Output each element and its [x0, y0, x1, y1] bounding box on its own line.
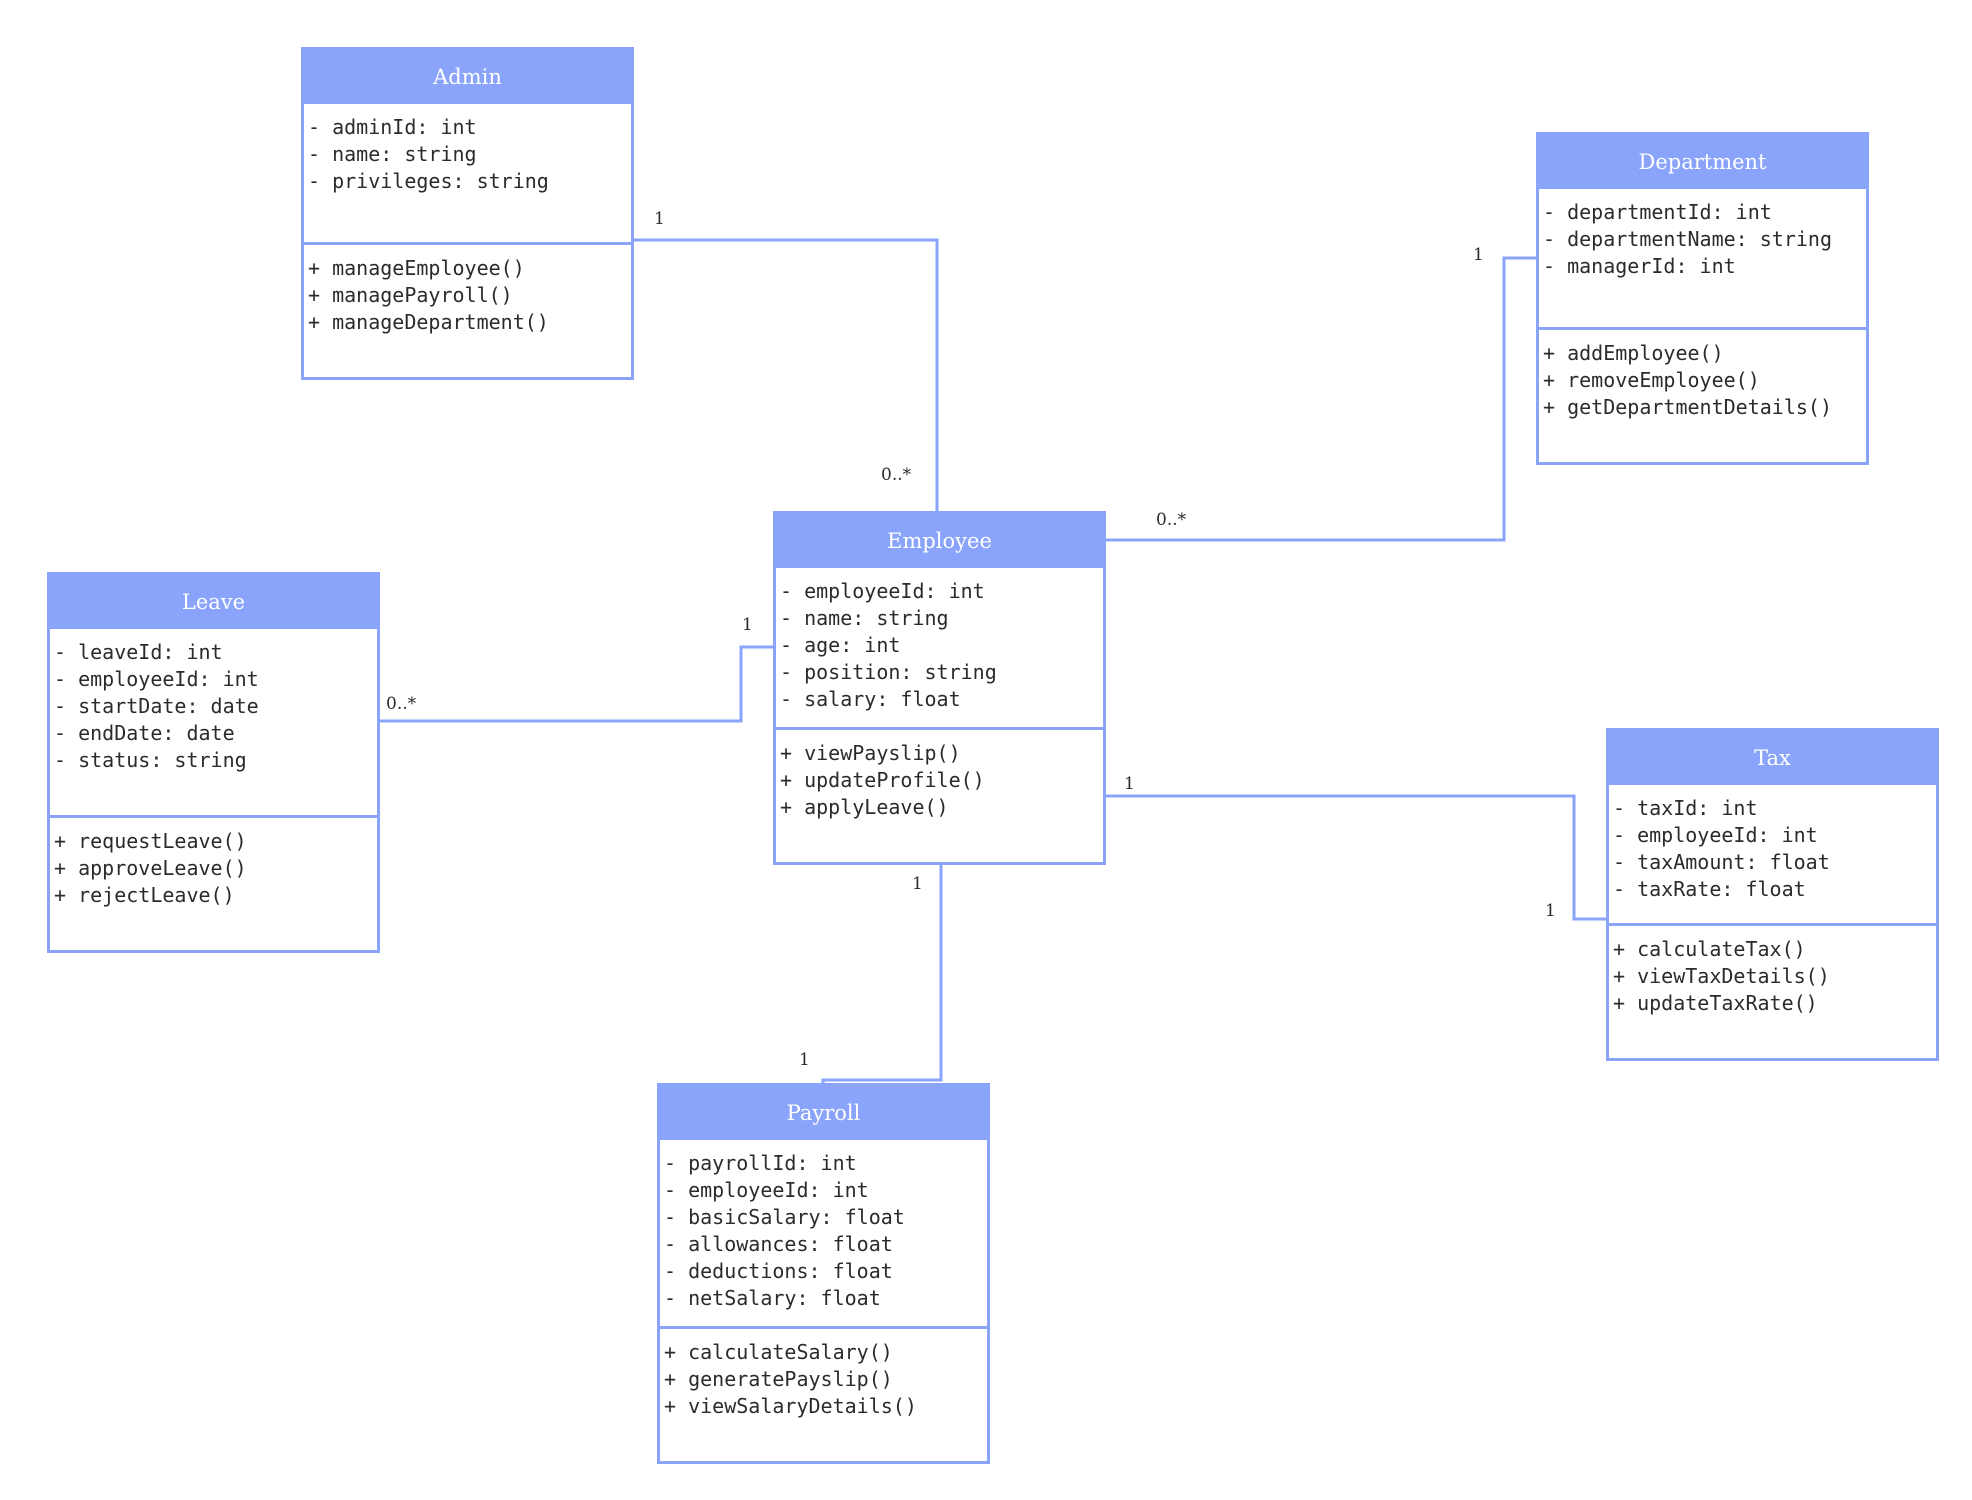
class-employee[interactable]: Employee- employeeId: int- name: string-… [773, 511, 1106, 865]
attribute: - age: int [780, 633, 901, 657]
class-name: Leave [50, 575, 377, 629]
method: + updateProfile() [780, 768, 985, 792]
association-employee-tax [1106, 794, 1606, 921]
class-admin[interactable]: Admin - adminId: int - name: string - privi… [301, 47, 634, 380]
methods-section: + requestLeave() + approveLeave() + reject… [50, 815, 377, 909]
multiplicity-employee-end: 1 [742, 615, 753, 635]
attribute: - basicSalary: float [664, 1205, 905, 1229]
attribute: - name: string [780, 606, 949, 630]
attribute: - allowances: float [664, 1232, 893, 1256]
attribute: - salary: float [780, 687, 961, 711]
method: + requestLeave() [54, 829, 247, 853]
attribute: - employeeId: int [54, 667, 259, 691]
method: + getDepartmentDetails() [1543, 395, 1832, 419]
method: + managePayroll() [308, 283, 513, 307]
multiplicity-admin-end: 1 [654, 209, 665, 229]
attribute: - employeeId: int [664, 1178, 869, 1202]
attribute: - departmentId: int [1543, 200, 1772, 224]
attributes-section: - leaveId: int - employeeId: int - startDa… [50, 629, 377, 815]
method: + addEmployee() [1543, 341, 1724, 365]
class-name: Payroll [660, 1086, 987, 1140]
class-department[interactable]: Department- departmentId: int- departmen… [1536, 132, 1869, 465]
methods-section: + manageEmployee() + managePayroll() + man… [304, 242, 631, 336]
method: + viewPayslip() [780, 741, 961, 765]
attribute: - netSalary: float [664, 1286, 881, 1310]
attribute: - managerId: int [1543, 254, 1736, 278]
attribute: - startDate: date [54, 694, 259, 718]
method: + rejectLeave() [54, 883, 235, 907]
multiplicity-payroll-end: 1 [799, 1050, 810, 1070]
attribute: - taxId: int [1613, 796, 1758, 820]
method: + manageEmployee() [308, 256, 525, 280]
multiplicity-leave-end: 0..* [386, 694, 417, 714]
attribute: - position: string [780, 660, 997, 684]
attributes-section: - departmentId: int - departmentName: str… [1539, 189, 1866, 327]
method: + viewSalaryDetails() [664, 1394, 917, 1418]
association-employee-payroll [821, 865, 943, 1083]
method: + generatePayslip() [664, 1367, 893, 1391]
attribute: - name: string [308, 142, 477, 166]
attribute: - taxRate: float [1613, 877, 1806, 901]
attribute: - adminId: int [308, 115, 477, 139]
methods-section: + calculateTax() + viewTaxDetails() + upda… [1609, 923, 1936, 1017]
method: + applyLeave() [780, 795, 949, 819]
attributes-section: - employeeId: int - name: string - age: in… [776, 568, 1103, 727]
method: + updateTaxRate() [1613, 991, 1818, 1015]
multiplicity-employee-end: 1 [1124, 774, 1135, 794]
method: + removeEmployee() [1543, 368, 1760, 392]
attribute: - taxAmount: float [1613, 850, 1830, 874]
class-payroll[interactable]: Payroll - payrollId: int - employeeId: int… [657, 1083, 990, 1464]
multiplicity-employee-end: 0..* [881, 465, 912, 485]
attribute: - status: string [54, 748, 247, 772]
method: + approveLeave() [54, 856, 247, 880]
class-leave[interactable]: Leave - leaveId: int - employeeId: int - st… [47, 572, 380, 953]
method: + viewTaxDetails() [1613, 964, 1830, 988]
attributes-section: - taxId: int - employeeId: int - taxAmount… [1609, 785, 1936, 923]
method: + manageDepartment() [308, 310, 549, 334]
methods-section: + addEmployee() + removeEmployee() + getDe… [1539, 327, 1866, 421]
methods-section: + calculateSalary() + generatePayslip() + … [660, 1326, 987, 1420]
class-tax[interactable]: Tax - taxId: int - employeeId: int - taxAmo… [1606, 728, 1939, 1061]
attribute: - privileges: string [308, 169, 549, 193]
multiplicity-employee-end: 0..* [1156, 510, 1187, 530]
class-name: Employee [776, 514, 1103, 568]
method: + calculateTax() [1613, 937, 1806, 961]
attribute: - employeeId: int [1613, 823, 1818, 847]
methods-section: + viewPayslip() + updateProfile() + applyL… [776, 727, 1103, 821]
multiplicity-department-end: 1 [1473, 245, 1484, 265]
class-name: Admin [304, 50, 631, 104]
association-employee-leave [380, 645, 773, 723]
method: + calculateSalary() [664, 1340, 893, 1364]
attribute: - departmentName: string [1543, 227, 1832, 251]
multiplicity-tax-end: 1 [1545, 901, 1556, 921]
attribute: - deductions: float [664, 1259, 893, 1283]
multiplicity-employee-end: 1 [912, 874, 923, 894]
association-admin-employee [634, 238, 939, 511]
attributes-section: - adminId: int - name: string - privileges… [304, 104, 631, 242]
attribute: - employeeId: int [780, 579, 985, 603]
association-department-employee [1106, 256, 1536, 542]
attribute: - payrollId: int [664, 1151, 857, 1175]
attributes-section: - payrollId: int - employeeId: int - basic… [660, 1140, 987, 1326]
class-name: Department [1539, 135, 1866, 189]
attribute: - endDate: date [54, 721, 235, 745]
attribute: - leaveId: int [54, 640, 223, 664]
class-name: Tax [1609, 731, 1936, 785]
